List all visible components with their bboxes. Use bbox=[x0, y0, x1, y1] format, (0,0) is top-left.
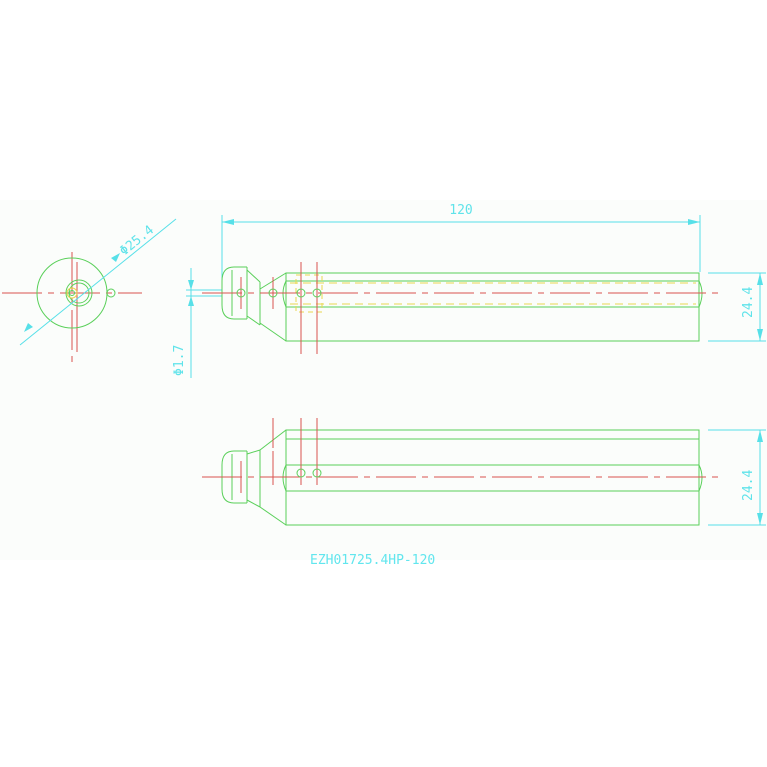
end-view-mid-circle bbox=[65, 279, 93, 307]
hole-diameter-label: Φ1.7 bbox=[172, 345, 187, 376]
bottom-height-label: 24.4 bbox=[741, 470, 756, 501]
end-view-side-hole bbox=[106, 288, 116, 298]
diameter-arrow-bottom bbox=[24, 323, 33, 332]
diameter-arrow-top bbox=[111, 253, 120, 262]
diameter-leader-line bbox=[19, 218, 177, 346]
length-label: 120 bbox=[449, 203, 472, 218]
top-height-label: 24.4 bbox=[741, 287, 756, 318]
drawing-panel bbox=[0, 200, 767, 560]
hole-diameter-dimension: Φ1.7 bbox=[172, 268, 222, 378]
side-view-bottom: 24.4 bbox=[202, 418, 766, 526]
part-number-label: EZH01725.4HP-120 bbox=[310, 553, 435, 568]
end-view-center-hole bbox=[66, 287, 78, 299]
side-view-top: 24.4 bbox=[202, 262, 766, 354]
end-view-center-dot bbox=[69, 290, 75, 296]
